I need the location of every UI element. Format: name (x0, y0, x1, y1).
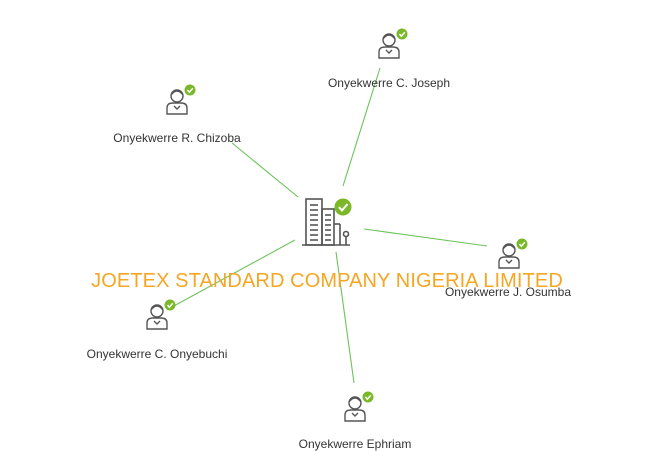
company-check-badge-icon (334, 198, 352, 216)
person-icon (498, 243, 520, 269)
check-badge-icon (362, 391, 374, 403)
person-node-joseph[interactable] (378, 28, 408, 59)
person-icon (166, 89, 188, 115)
edge-ephriam (335, 251, 355, 384)
person-label-ephriam[interactable]: Onyekwerre Ephriam (298, 437, 412, 451)
person-icon (146, 304, 168, 330)
person-node-chizoba[interactable] (166, 84, 196, 115)
person-icon (344, 396, 366, 422)
edge-joseph (342, 67, 381, 187)
building-icon[interactable] (302, 198, 350, 246)
person-node-onyebuchi[interactable] (146, 299, 176, 330)
check-badge-icon (164, 299, 176, 311)
person-label-chizoba[interactable]: Onyekwerre R. Chizoba (113, 131, 241, 145)
edge-chizoba (231, 142, 299, 198)
person-node-ephriam[interactable] (344, 391, 374, 422)
person-icon (378, 33, 400, 59)
company-name-label[interactable]: JOETEX STANDARD COMPANY NIGERIA LIMITED (91, 270, 563, 292)
person-node-osumba[interactable] (498, 238, 528, 269)
check-badge-icon (396, 28, 408, 40)
edge-onyebuchi (171, 239, 296, 308)
check-badge-icon (184, 84, 196, 96)
edge-osumba (363, 228, 488, 247)
person-label-onyebuchi[interactable]: Onyekwerre C. Onyebuchi (86, 347, 228, 361)
check-badge-icon (516, 238, 528, 250)
person-label-joseph[interactable]: Onyekwerre C. Joseph (327, 76, 451, 90)
person-label-osumba[interactable]: Onyekwerre J. Osumba (444, 285, 572, 299)
